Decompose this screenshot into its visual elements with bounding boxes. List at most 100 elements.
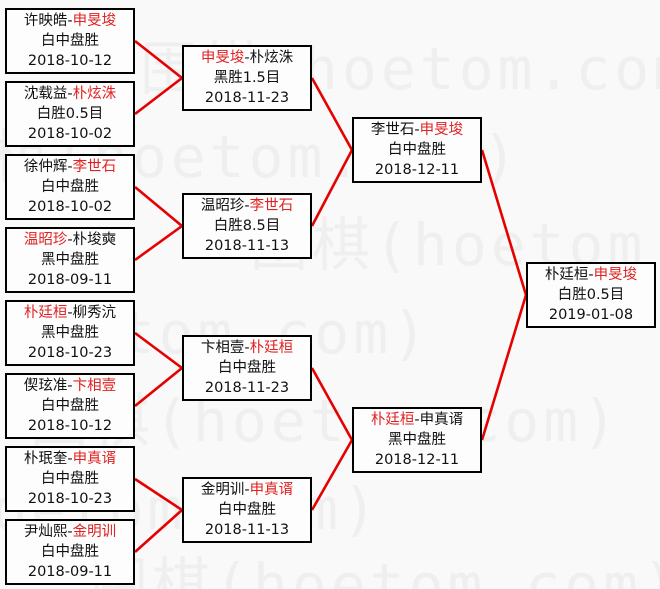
player-name-second: 申旻埈 [419, 122, 464, 138]
pairing-separator: - [67, 13, 73, 29]
player-name-second: 申真谞 [249, 482, 294, 498]
player-name-first: 朴珉奎 [23, 451, 68, 467]
match-date: 2018-10-02 [27, 199, 113, 215]
player-name-first: 朴廷桓 [370, 412, 415, 428]
match-result: 白中盘胜 [41, 544, 99, 560]
pairing-separator: - [67, 451, 73, 467]
match-result: 白中盘胜 [218, 502, 276, 518]
pairing-separator: - [67, 86, 73, 102]
match-pairing: 朴廷桓-申真谞 [371, 410, 463, 430]
pairing-separator: - [67, 305, 73, 321]
match-result: 白中盘胜 [41, 33, 99, 49]
match-result: 白中盘胜 [41, 179, 99, 195]
match-pairing: 温昭珍-李世石 [201, 196, 293, 216]
match-date: 2018-12-11 [374, 452, 460, 468]
player-name-second: 李世石 [72, 159, 117, 175]
player-name-second: 李世石 [249, 198, 294, 214]
match-pairing: 朴珉奎-申真谞 [24, 449, 116, 469]
player-name-second: 柳秀沆 [72, 305, 117, 321]
match-date: 2018-09-11 [27, 272, 113, 288]
match-pairing: 朴廷桓-柳秀沆 [24, 303, 116, 323]
connector-line [134, 76, 183, 116]
match-pairing: 卞相壹-朴廷桓 [201, 338, 293, 358]
match-date: 2018-12-11 [374, 162, 460, 178]
player-name-second: 申旻埈 [72, 13, 117, 29]
player-name-first: 尹灿熙 [23, 524, 68, 540]
player-name-first: 朴廷桓 [544, 267, 589, 283]
connector-line [134, 509, 183, 553]
connector-line [480, 149, 528, 296]
connector-line [480, 294, 528, 441]
pairing-separator: - [414, 412, 420, 428]
pairing-separator: - [67, 232, 73, 248]
pairing-separator: - [244, 340, 250, 356]
connector-line [310, 77, 354, 151]
match-box-quarterfinals-1: 申旻埈-朴炫洙 黑胜1.5目 2018-11-23 [182, 45, 312, 111]
player-name-first: 金明训 [200, 482, 245, 498]
match-date: 2018-10-12 [27, 53, 113, 69]
match-pairing: 朴廷桓-申旻埈 [545, 265, 637, 285]
player-name-first: 申旻埈 [200, 50, 245, 66]
match-pairing: 偰玹准-卞相壹 [24, 376, 116, 396]
connector-line [310, 149, 354, 227]
match-date: 2018-10-02 [27, 126, 113, 142]
match-box-round-of-16-1: 许映皓-申旻埈 白中盘胜 2018-10-12 [5, 8, 135, 74]
match-box-round-of-16-6: 偰玹准-卞相壹 白中盘胜 2018-10-12 [5, 373, 135, 439]
player-name-first: 卞相壹 [200, 340, 245, 356]
match-box-final-1: 朴廷桓-申旻埈 白胜0.5目 2019-01-08 [526, 262, 656, 328]
pairing-separator: - [67, 159, 73, 175]
match-box-quarterfinals-3: 卞相壹-朴廷桓 白中盘胜 2018-11-23 [182, 335, 312, 401]
match-box-round-of-16-8: 尹灿熙-金明训 白中盘胜 2018-09-11 [5, 519, 135, 585]
connector-line [310, 439, 354, 511]
match-pairing: 尹灿熙-金明训 [24, 522, 116, 542]
match-pairing: 徐仲辉-李世石 [24, 157, 116, 177]
match-box-quarterfinals-2: 温昭珍-李世石 白胜8.5目 2018-11-13 [182, 193, 312, 259]
match-pairing: 金明训-申真谞 [201, 480, 293, 500]
pairing-separator: - [414, 122, 420, 138]
player-name-second: 朴埈奭 [72, 232, 117, 248]
match-result: 黑中盘胜 [41, 252, 99, 268]
match-date: 2018-11-23 [204, 380, 290, 396]
match-date: 2018-10-23 [27, 491, 113, 507]
player-name-first: 徐仲辉 [23, 159, 68, 175]
match-date: 2018-10-12 [27, 418, 113, 434]
match-result: 白中盘胜 [388, 142, 446, 158]
match-result: 黑中盘胜 [388, 432, 446, 448]
match-result: 白中盘胜 [218, 360, 276, 376]
match-result: 白胜0.5目 [557, 287, 625, 303]
player-name-first: 温昭珍 [23, 232, 68, 248]
match-box-round-of-16-2: 沈载益-朴炫洙 白胜0.5目 2018-10-02 [5, 81, 135, 147]
match-result: 白胜0.5目 [36, 106, 104, 122]
pairing-separator: - [67, 378, 73, 394]
match-box-round-of-16-7: 朴珉奎-申真谞 白中盘胜 2018-10-23 [5, 446, 135, 512]
player-name-second: 卞相壹 [72, 378, 117, 394]
match-date: 2018-09-11 [27, 564, 113, 580]
match-date: 2019-01-08 [548, 307, 634, 323]
pairing-separator: - [244, 482, 250, 498]
connector-line [134, 331, 183, 370]
match-date: 2018-11-23 [204, 90, 290, 106]
match-result: 白中盘胜 [41, 471, 99, 487]
connector-line [134, 185, 183, 228]
match-pairing: 李世石-申旻埈 [371, 120, 463, 140]
connector-line [134, 366, 183, 408]
match-date: 2018-11-13 [204, 238, 290, 254]
connector-line [134, 224, 183, 262]
player-name-first: 偰玹准 [23, 378, 68, 394]
player-name-first: 许映皓 [23, 13, 68, 29]
match-pairing: 申旻埈-朴炫洙 [201, 48, 293, 68]
player-name-first: 沈载益 [23, 86, 68, 102]
player-name-second: 申真谞 [72, 451, 117, 467]
pairing-separator: - [588, 267, 594, 283]
match-result: 黑中盘胜 [41, 325, 99, 341]
player-name-second: 朴炫洙 [249, 50, 294, 66]
match-box-round-of-16-5: 朴廷桓-柳秀沆 黑中盘胜 2018-10-23 [5, 300, 135, 366]
player-name-first: 朴廷桓 [23, 305, 68, 321]
match-box-quarterfinals-4: 金明训-申真谞 白中盘胜 2018-11-13 [182, 477, 312, 543]
match-result: 白中盘胜 [41, 398, 99, 414]
match-date: 2018-10-23 [27, 345, 113, 361]
match-pairing: 温昭珍-朴埈奭 [24, 230, 116, 250]
player-name-second: 金明训 [72, 524, 117, 540]
player-name-second: 申旻埈 [593, 267, 638, 283]
